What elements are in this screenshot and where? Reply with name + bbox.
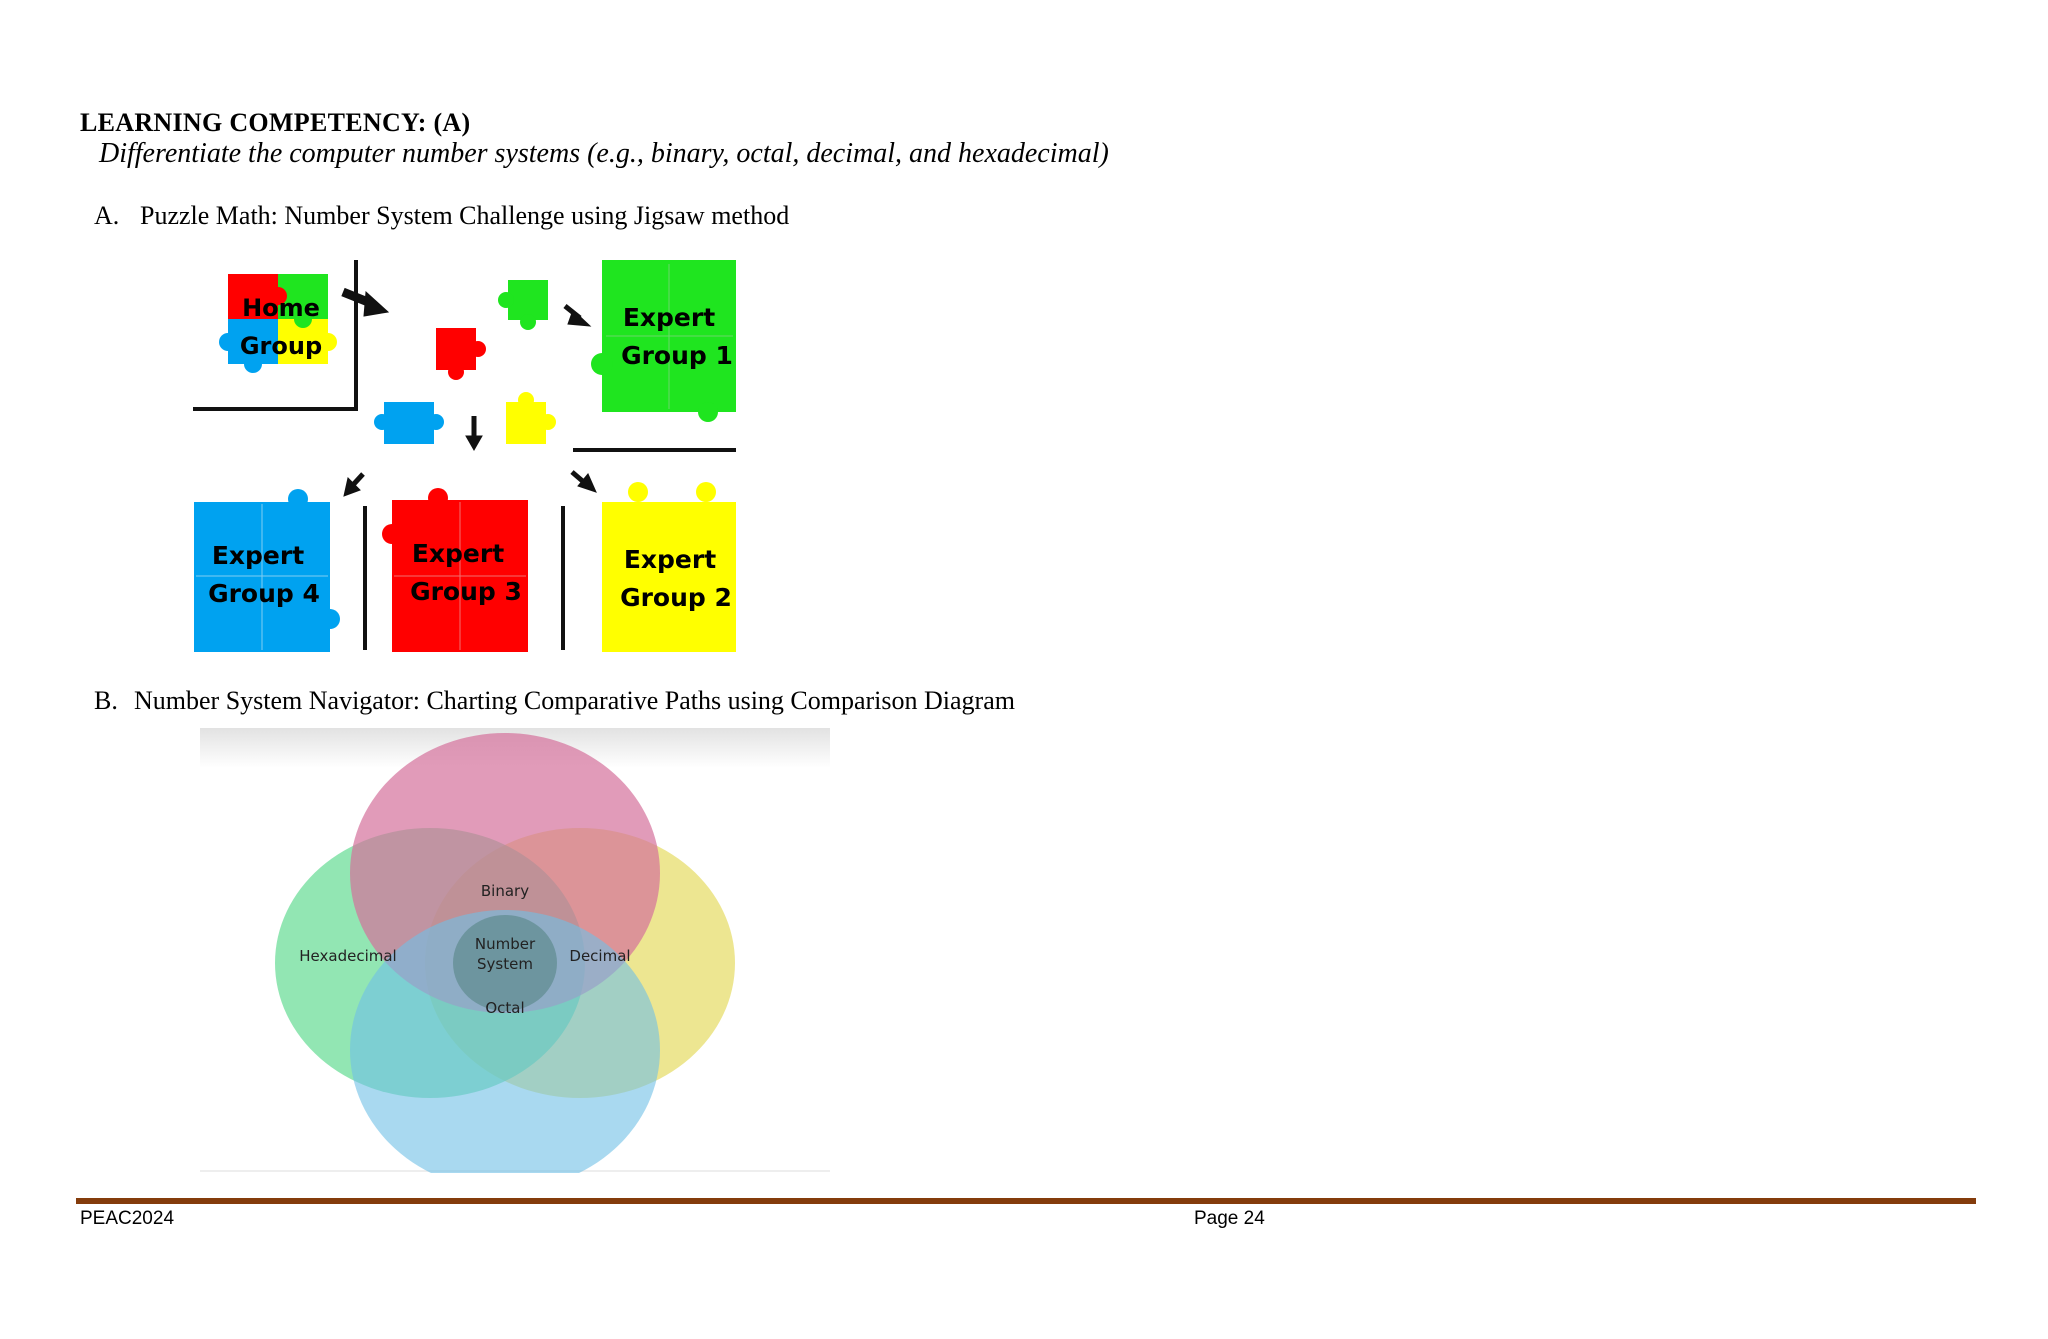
page-number: Page 24	[1194, 1208, 1265, 1229]
list-item-a: A. Puzzle Math: Number System Challenge u…	[94, 201, 789, 231]
home-group-label-2: Group	[240, 332, 322, 360]
expert-group-4-puzzle: Expert Group 4	[194, 489, 340, 652]
learning-competency-heading: LEARNING COMPETENCY: (A)	[80, 108, 471, 137]
venn-circles	[275, 733, 735, 1173]
home-group-puzzle: Home Group	[219, 274, 337, 373]
expert-group-2-label-2: Group 2	[620, 583, 732, 612]
list-marker-a: A.	[94, 201, 120, 230]
expert-group-4-label-2: Group 4	[208, 579, 320, 608]
arrows	[341, 287, 597, 497]
footer-rule	[76, 1198, 1976, 1204]
expert-group-4-label-1: Expert	[212, 541, 304, 570]
venn-label-octal: Octal	[485, 999, 524, 1017]
expert-group-2-label-1: Expert	[624, 545, 716, 574]
venn-label-center-2: System	[477, 955, 533, 973]
expert-group-3-label-1: Expert	[412, 539, 504, 568]
number-system-comparison-diagram: Binary Hexadecimal Number System Decimal…	[200, 728, 830, 1173]
list-item-b-text: Number System Navigator: Charting Compar…	[134, 686, 1015, 715]
expert-group-1-label-1: Expert	[623, 303, 715, 332]
competency-description: Differentiate the computer number system…	[99, 138, 1109, 169]
expert-group-3-label-2: Group 3	[410, 577, 522, 606]
venn-label-center-1: Number	[475, 935, 536, 953]
venn-label-hexadecimal: Hexadecimal	[299, 947, 396, 965]
list-item-b: B. Number System Navigator: Charting Comp…	[94, 686, 1015, 716]
expert-group-1-puzzle: Expert Group 1	[591, 260, 736, 422]
jigsaw-method-diagram: Home Group Expert Group 1 Expert Group	[193, 260, 736, 652]
list-marker-b: B.	[94, 686, 118, 715]
home-group-label-1: Home	[242, 294, 320, 322]
venn-label-decimal: Decimal	[569, 947, 630, 965]
expert-group-1-label-2: Group 1	[621, 341, 733, 370]
footer-left-text: PEAC2024	[80, 1208, 175, 1229]
expert-group-2-puzzle: Expert Group 2	[602, 482, 736, 652]
floating-pieces	[374, 280, 556, 444]
octal-circle	[350, 910, 660, 1173]
list-item-a-text: Puzzle Math: Number System Challenge usi…	[140, 201, 790, 230]
venn-label-binary: Binary	[481, 882, 529, 900]
expert-group-3-puzzle: Expert Group 3	[382, 488, 528, 652]
